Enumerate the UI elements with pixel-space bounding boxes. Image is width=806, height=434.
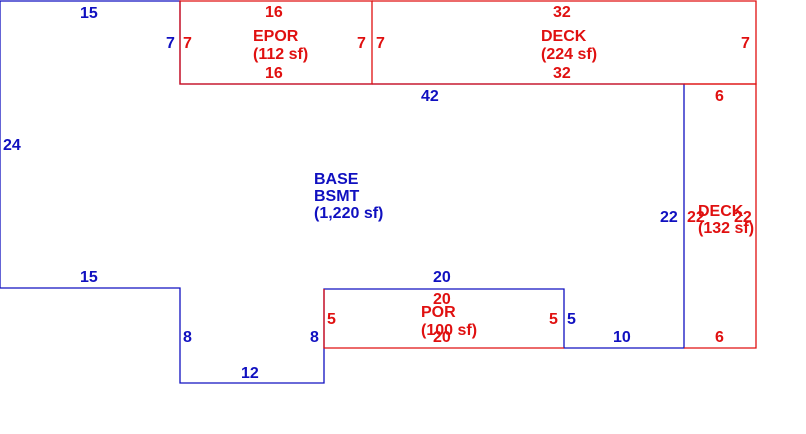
epor-dim-right: 7 <box>357 35 366 52</box>
base-dim-bottom-step: 12 <box>241 365 259 382</box>
deck-top-code-label: DECK <box>541 28 587 45</box>
base-dim-epor-side: 7 <box>166 35 175 52</box>
deck-right-dim-bottom: 6 <box>715 329 724 346</box>
por-outline <box>323 289 564 349</box>
base-dim-mid-left: 15 <box>80 269 98 286</box>
deck-right-outline <box>684 83 757 349</box>
deck-top-dim-right: 7 <box>741 35 750 52</box>
base-code-label: BASE <box>314 171 359 188</box>
por-dim-bottom: 20 <box>433 329 451 346</box>
por-area-label: (100 sf) <box>421 322 477 339</box>
base-dim-right: 22 <box>660 209 678 226</box>
deck-right-dim-right: 22 <box>734 209 752 226</box>
por-dim-top: 20 <box>433 291 451 308</box>
deck-right-code-label: DECK <box>698 203 744 220</box>
por-dim-right: 5 <box>549 311 558 328</box>
epor-dim-bottom: 16 <box>265 65 283 82</box>
deck-top-dim-top: 32 <box>553 4 571 21</box>
epor-area-label: (112 sf) <box>253 46 308 63</box>
por-dim-left: 5 <box>327 311 336 328</box>
base-dim-top-right: 42 <box>421 88 439 105</box>
por-code-label: POR <box>421 304 456 321</box>
base-desc-label: BSMT <box>314 188 360 205</box>
base-dim-bottom-right: 10 <box>613 329 631 346</box>
epor-dim-left: 7 <box>183 35 192 52</box>
base-dim-left: 24 <box>3 137 21 154</box>
deck-right-area-label: (132 sf) <box>698 220 754 237</box>
deck-top-dim-bottom: 32 <box>553 65 571 82</box>
deck-right-dim-top: 6 <box>715 88 724 105</box>
base-area-label: (1,220 sf) <box>314 205 383 222</box>
base-dim-top-left: 15 <box>80 5 98 22</box>
deck-top-dim-left: 7 <box>376 35 385 52</box>
base-dim-drop-left: 8 <box>183 329 192 346</box>
deck-top-outline <box>372 0 757 85</box>
base-dim-por-top: 20 <box>433 269 451 286</box>
deck-right-dim-left: 22 <box>687 209 705 226</box>
epor-code-label: EPOR <box>253 28 299 45</box>
base-dim-drop-right: 8 <box>310 329 319 346</box>
deck-top-area-label: (224 sf) <box>541 46 597 63</box>
epor-dim-top: 16 <box>265 4 283 21</box>
base-dim-por-right: 5 <box>567 311 576 328</box>
